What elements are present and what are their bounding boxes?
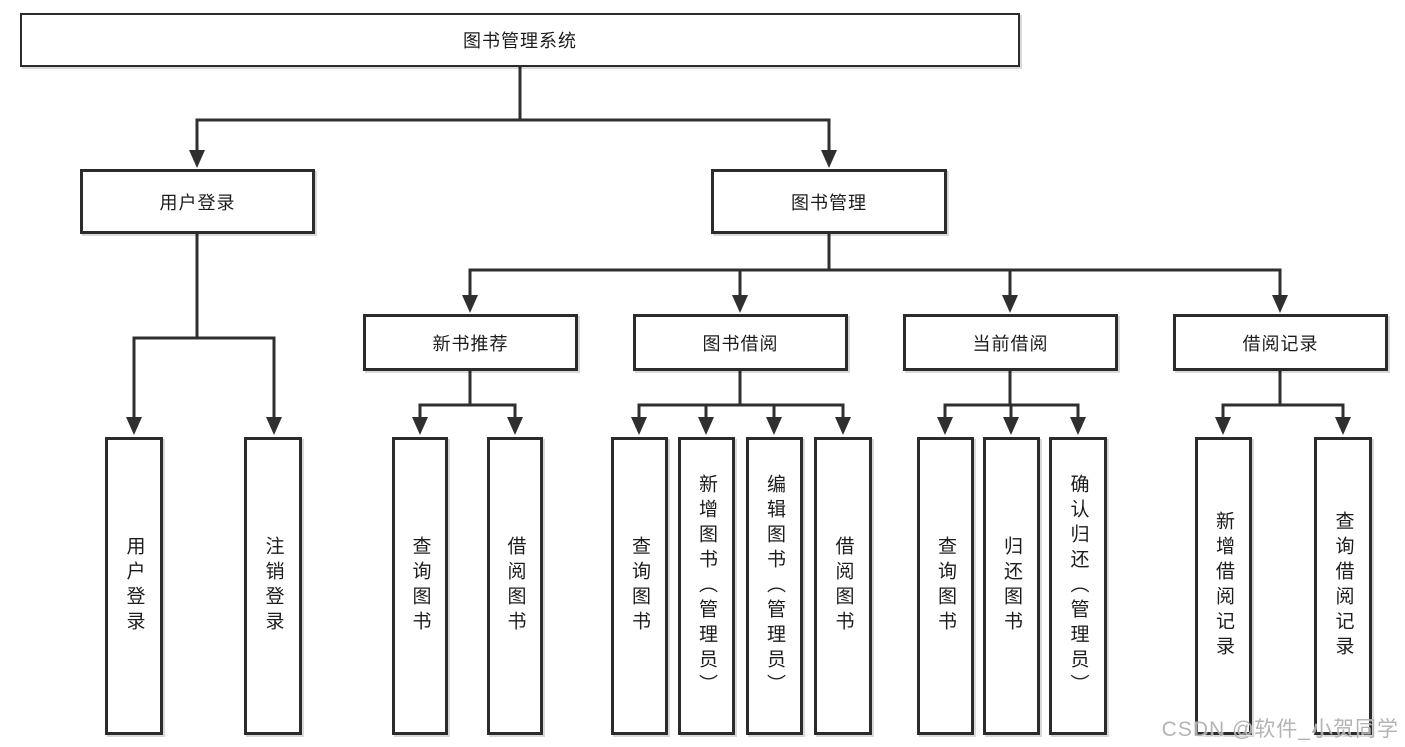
leaf-logout: 注销登录 <box>244 437 302 735</box>
leaf-cb-return-books: 归还图书 <box>983 437 1040 735</box>
node-book-management: 图书管理 <box>711 169 947 234</box>
leaf-nbr-borrow-books-label: 借阅图书 <box>504 536 526 636</box>
csdn-watermark: CSDN @软件_小贺同学 <box>1161 718 1399 741</box>
node-library-management-system: 图书管理系统 <box>20 13 1020 67</box>
node-current-borrowing: 当前借阅 <box>903 314 1118 371</box>
leaf-nbr-query-books: 查询图书 <box>392 437 448 735</box>
leaf-bb-borrow-books: 借阅图书 <box>814 437 872 735</box>
leaf-cb-confirm-return-admin: 确认归还（管理员） <box>1049 437 1107 735</box>
leaf-logout-label: 注销登录 <box>262 536 284 636</box>
connector-current-borrowing-to-leaves <box>937 368 1086 435</box>
leaf-nbr-borrow-books: 借阅图书 <box>487 437 543 735</box>
connector-book-borrowing-to-leaves <box>631 368 851 435</box>
connector-root-to-level2 <box>189 65 837 168</box>
leaf-user-login: 用户登录 <box>105 437 163 735</box>
leaf-br-query-record: 查询借阅记录 <box>1314 437 1372 735</box>
leaf-br-add-record-label: 新增借阅记录 <box>1213 511 1234 661</box>
leaf-cb-confirm-return-admin-label: 确认归还（管理员） <box>1067 473 1089 699</box>
leaf-bb-borrow-books-label: 借阅图书 <box>832 536 854 636</box>
connector-book-management-to-level3 <box>462 231 1288 313</box>
connector-user-login-to-leaves <box>126 231 282 435</box>
node-new-book-recommend: 新书推荐 <box>363 314 578 371</box>
leaf-bb-query-books-label: 查询图书 <box>629 536 650 636</box>
node-book-borrowing: 图书借阅 <box>633 314 848 371</box>
leaf-cb-query-books-label: 查询图书 <box>935 536 956 636</box>
leaf-bb-add-books-admin-label: 新增图书（管理员） <box>696 473 717 699</box>
leaf-nbr-query-books-label: 查询图书 <box>409 536 431 636</box>
leaf-bb-edit-books-admin-label: 编辑图书（管理员） <box>764 473 785 699</box>
leaf-bb-edit-books-admin: 编辑图书（管理员） <box>746 437 803 735</box>
connector-borrowing-records-to-leaves <box>1215 368 1351 435</box>
node-borrowing-records: 借阅记录 <box>1173 314 1388 371</box>
leaf-user-login-label: 用户登录 <box>123 536 145 636</box>
leaf-bb-add-books-admin: 新增图书（管理员） <box>678 437 735 735</box>
node-user-login: 用户登录 <box>80 169 315 234</box>
leaf-cb-query-books: 查询图书 <box>917 437 974 735</box>
leaf-br-add-record: 新增借阅记录 <box>1195 437 1252 735</box>
connector-new-book-recommend-to-leaves <box>412 368 523 435</box>
leaf-bb-query-books: 查询图书 <box>611 437 668 735</box>
leaf-cb-return-books-label: 归还图书 <box>1001 536 1022 636</box>
leaf-br-query-record-label: 查询借阅记录 <box>1332 511 1354 661</box>
